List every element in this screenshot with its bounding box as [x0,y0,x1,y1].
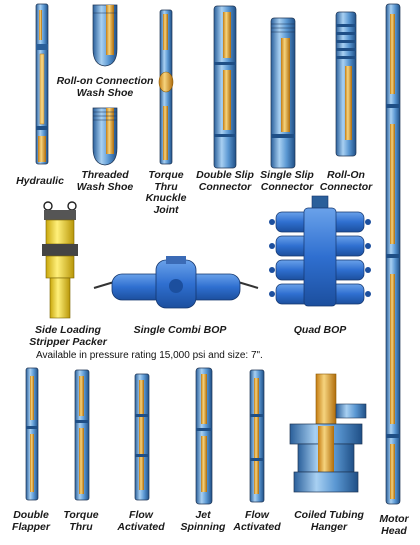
label-flow-activated-1: Flow Activated [117,509,165,533]
flapper-icon [25,367,39,501]
label-torque-thru-knuckle: Torque Thru Knuckle Joint [145,169,187,216]
label-quad-bop: Quad BOP [293,324,347,336]
jet-spinning-icon [195,367,213,505]
slip-connector-icon [270,17,296,169]
label-side-loading: Side Loading Stripper Packer [29,324,107,348]
label-threaded-wash-shoe: Threaded Wash Shoe [76,169,134,193]
wash-shoe-icon [92,107,118,166]
label-flow-activated-2: Flow Activated [233,509,281,533]
wash-shoe-icon [92,4,118,67]
label-double-slip: Double Slip Connector [196,169,254,193]
hydraulic-tool-icon [35,3,49,165]
tubing-hanger-icon [289,373,367,493]
label-motor-head: Motor Head [379,513,409,537]
combi-bop-icon [93,256,259,309]
label-single-combi: Single Combi BOP [133,324,227,336]
label-double-flapper: Double Flapper [12,509,50,533]
flapper-icon [134,373,150,501]
flapper-icon [249,369,265,503]
label-torque-thru: Torque Thru [63,509,99,533]
stripper-packer-icon [42,201,78,319]
knuckle-joint-icon [74,369,90,501]
slip-connector-icon [213,5,237,169]
knuckle-joint-icon [158,9,174,165]
quad-bop-icon [269,195,371,307]
label-coiled-tubing-hanger: Coiled Tubing Hanger [294,509,364,533]
pressure-rating-note: Available in pressure rating 15,000 psi … [36,350,263,361]
label-roll-on-connector: Roll-On Connector [319,169,373,193]
label-single-slip: Single Slip Connector [260,169,314,193]
roll-on-connector-icon [335,11,357,157]
label-hydraulic: Hydraulic [16,175,64,187]
motor-head-icon [385,3,401,505]
label-roll-on-wash-shoe: Roll-on Connection Wash Shoe [56,75,154,99]
label-jet-spinning: Jet Spinning [180,509,226,533]
